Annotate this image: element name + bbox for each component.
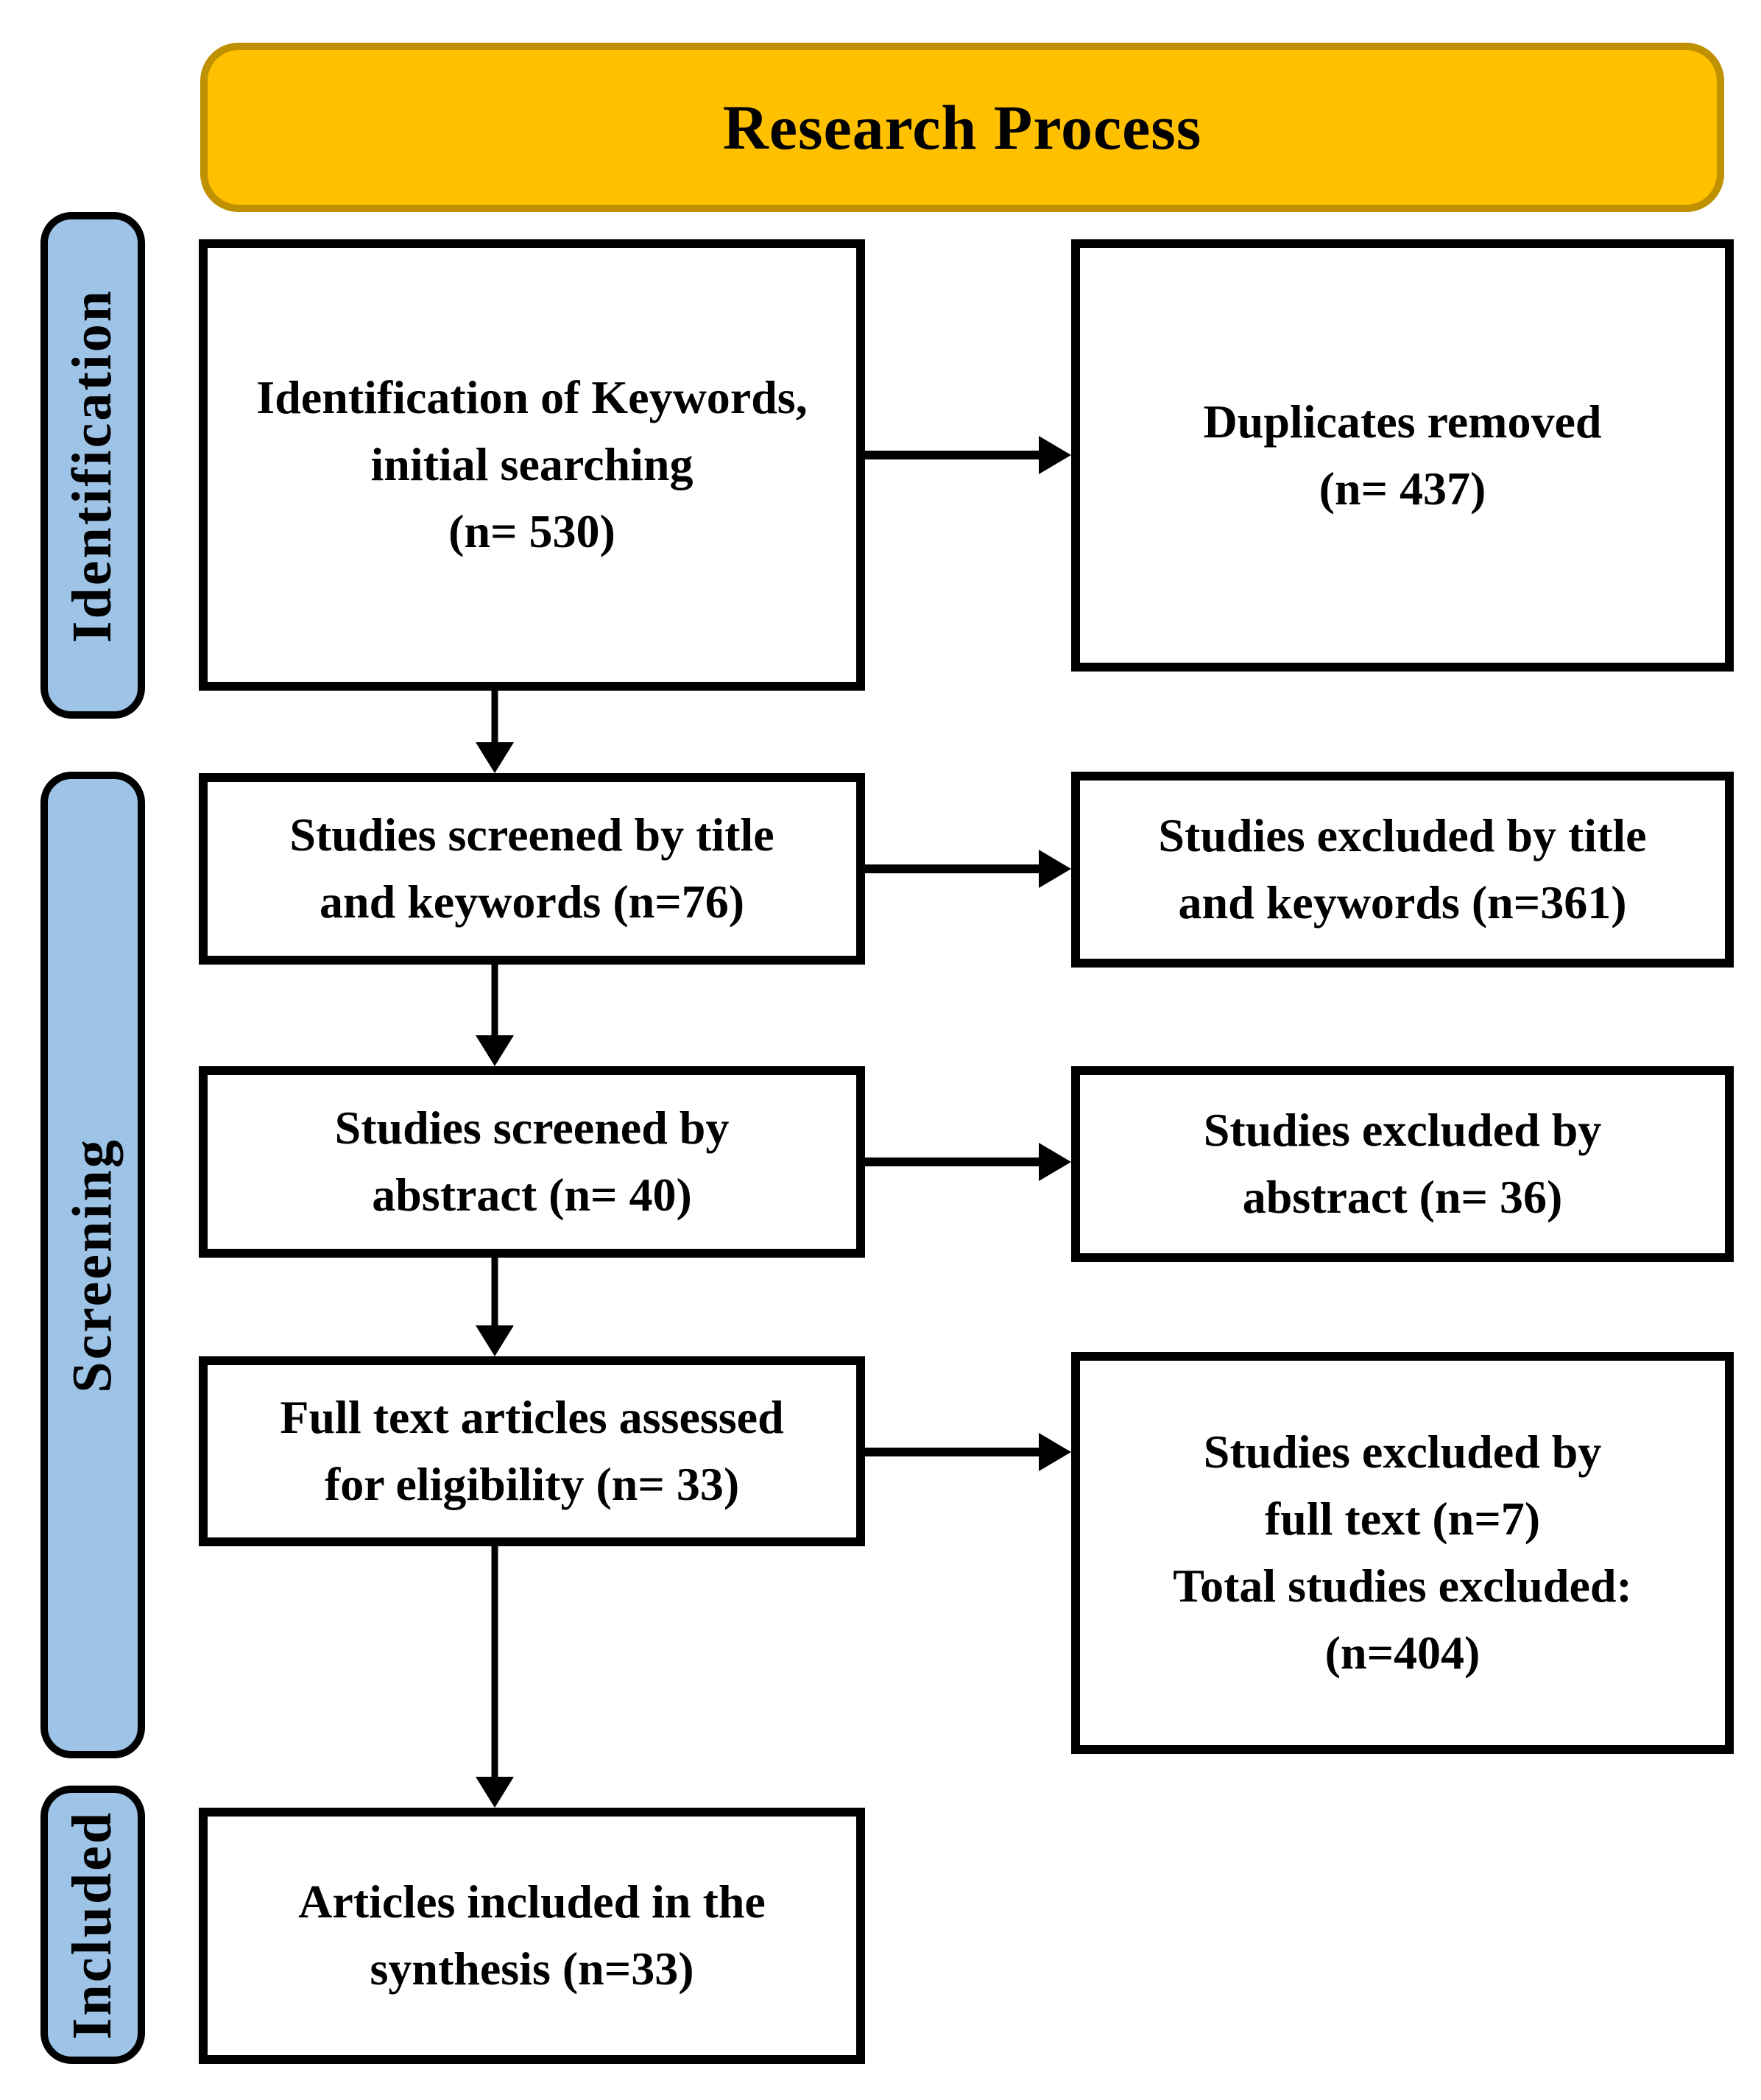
right-arrow-2-head-icon [1039, 850, 1071, 888]
flow-box-screened-abstract-text: Studies screened by abstract (n= 40) [334, 1102, 730, 1221]
down-arrow-1-shaft [491, 688, 498, 745]
flow-box-fulltext-assessed-text: Full text articles assessed for eligibil… [280, 1391, 784, 1510]
down-arrow-4-shaft [491, 1546, 498, 1780]
stage-identification: Identification [40, 212, 145, 719]
flow-box-articles-included-text: Articles included in the synthesis (n=33… [298, 1875, 766, 1995]
down-arrow-1 [473, 688, 517, 773]
flow-box-excluded-abstract: Studies excluded by abstract (n= 36) [1071, 1066, 1734, 1262]
down-arrow-2 [473, 965, 517, 1066]
flow-box-screened-abstract: Studies screened by abstract (n= 40) [199, 1066, 865, 1258]
down-arrow-4 [473, 1546, 517, 1808]
flow-box-fulltext-assessed: Full text articles assessed for eligibil… [199, 1356, 865, 1546]
down-arrow-2-shaft [491, 965, 498, 1038]
down-arrow-3-head-icon [476, 1325, 514, 1356]
right-arrow-1-head-icon [1039, 436, 1071, 474]
right-arrow-1-shaft [865, 451, 1042, 459]
stage-included-label: Included [61, 1810, 124, 2040]
right-arrow-2 [865, 847, 1071, 891]
flow-box-articles-included: Articles included in the synthesis (n=33… [199, 1808, 865, 2064]
stage-screening: Screening [40, 772, 145, 1758]
right-arrow-4 [865, 1430, 1071, 1474]
stage-screening-label: Screening [61, 1137, 124, 1393]
down-arrow-3-shaft [491, 1256, 498, 1328]
right-arrow-3-shaft [865, 1158, 1042, 1166]
research-process-header: Research Process [200, 43, 1724, 212]
right-arrow-1 [865, 433, 1071, 477]
flow-box-screened-title-keywords: Studies screened by title and keywords (… [199, 773, 865, 965]
flow-box-excluded-fulltext: Studies excluded by full text (n=7) Tota… [1071, 1352, 1734, 1754]
down-arrow-4-head-icon [476, 1777, 514, 1808]
stage-included: Included [40, 1786, 145, 2064]
flow-box-identification-initial-search: Identification of Keywords, initial sear… [199, 239, 865, 691]
flow-box-excluded-title-text: Studies excluded by title and keywords (… [1158, 809, 1647, 929]
right-arrow-3 [865, 1140, 1071, 1184]
flow-box-screened-title-text: Studies screened by title and keywords (… [289, 808, 774, 928]
down-arrow-1-head-icon [476, 742, 514, 773]
page-title: Research Process [722, 92, 1202, 163]
flow-box-duplicates-removed-text: Duplicates removed (n= 437) [1203, 395, 1602, 515]
stage-identification-label: Identification [61, 288, 124, 643]
down-arrow-3 [473, 1256, 517, 1356]
right-arrow-4-shaft [865, 1448, 1042, 1456]
flow-box-duplicates-removed: Duplicates removed (n= 437) [1071, 239, 1734, 672]
right-arrow-3-head-icon [1039, 1143, 1071, 1181]
flow-box-excluded-title-keywords: Studies excluded by title and keywords (… [1071, 772, 1734, 968]
flow-box-excluded-abstract-text: Studies excluded by abstract (n= 36) [1203, 1104, 1602, 1223]
flow-box-identification-text: Identification of Keywords, initial sear… [256, 371, 808, 557]
down-arrow-2-head-icon [476, 1035, 514, 1066]
right-arrow-4-head-icon [1039, 1433, 1071, 1471]
flow-box-excluded-fulltext-text: Studies excluded by full text (n=7) Tota… [1173, 1426, 1632, 1679]
right-arrow-2-shaft [865, 864, 1042, 873]
